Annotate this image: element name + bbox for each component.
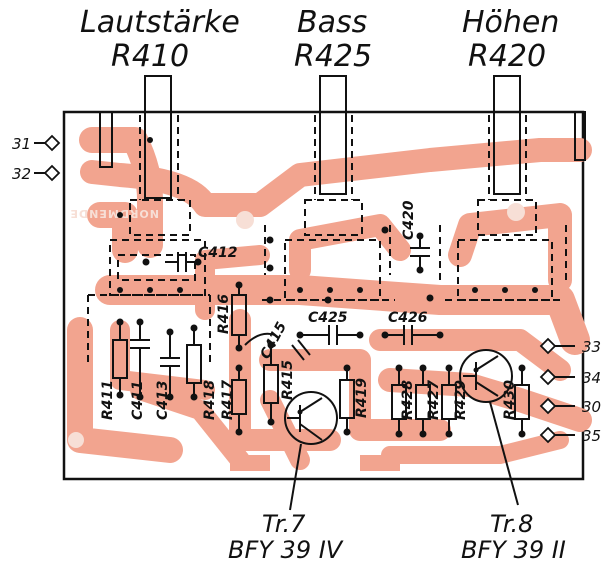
transistor-tr7 xyxy=(284,391,338,445)
tr7-type: BFY 39 IV xyxy=(228,536,344,564)
connection-pins xyxy=(34,134,575,444)
pot-r410-outline xyxy=(109,115,206,296)
label-r415: R415 xyxy=(280,360,296,400)
label-r417: R417 xyxy=(220,380,236,420)
pot-r420-outline xyxy=(439,115,567,301)
logo-mark-2 xyxy=(507,203,525,221)
label-r429: R429 xyxy=(453,380,469,420)
label-c411: C411 xyxy=(130,381,146,421)
control-name-lautstarke: Lautstärke xyxy=(80,5,240,40)
label-c426: C426 xyxy=(388,310,428,326)
brand-watermark: NORDMENDE xyxy=(70,207,159,220)
label-r427: R427 xyxy=(426,380,442,420)
copper-traces xyxy=(67,127,592,471)
label-c412: C412 xyxy=(198,245,238,261)
tr8-type: BFY 39 II xyxy=(461,536,566,564)
pin-30: 30 xyxy=(582,398,601,416)
label-r411: R411 xyxy=(100,380,116,420)
label-c413: C413 xyxy=(155,381,171,421)
control-ref-r425: R425 xyxy=(294,39,372,74)
component-leads xyxy=(119,285,523,432)
potentiometer-shafts xyxy=(99,75,586,199)
tr7-leader xyxy=(289,443,302,511)
pin-31: 31 xyxy=(12,135,31,153)
solder-pads xyxy=(116,137,538,438)
label-r428: R428 xyxy=(400,380,416,420)
control-name-bass: Bass xyxy=(297,5,367,40)
tr8-leader xyxy=(489,401,519,506)
control-ref-r410: R410 xyxy=(111,39,189,74)
transistor-tr8 xyxy=(459,349,513,403)
label-r419: R419 xyxy=(354,378,370,418)
tr7-ref: Tr.7 xyxy=(262,510,306,538)
component-labels: C412 C420 C425 C426 C415 R416 R411 C411 … xyxy=(100,200,518,420)
label-r416: R416 xyxy=(216,294,232,334)
pot-r410-rear xyxy=(87,294,211,365)
pin-34: 34 xyxy=(582,369,601,387)
logo-mark xyxy=(236,211,254,229)
pin-35: 35 xyxy=(582,427,601,445)
control-name-hohen: Höhen xyxy=(462,5,559,40)
logo-mark-3 xyxy=(68,432,84,448)
label-c420: C420 xyxy=(401,200,417,240)
tr8-ref: Tr.8 xyxy=(490,510,533,538)
label-r418: R418 xyxy=(202,380,218,420)
pot-r425-outline xyxy=(264,115,391,301)
label-r430: R430 xyxy=(502,380,518,420)
control-ref-r420: R420 xyxy=(468,39,546,74)
label-c425: C425 xyxy=(308,310,348,326)
pin-32: 32 xyxy=(12,165,31,183)
pin-33: 33 xyxy=(582,338,601,356)
